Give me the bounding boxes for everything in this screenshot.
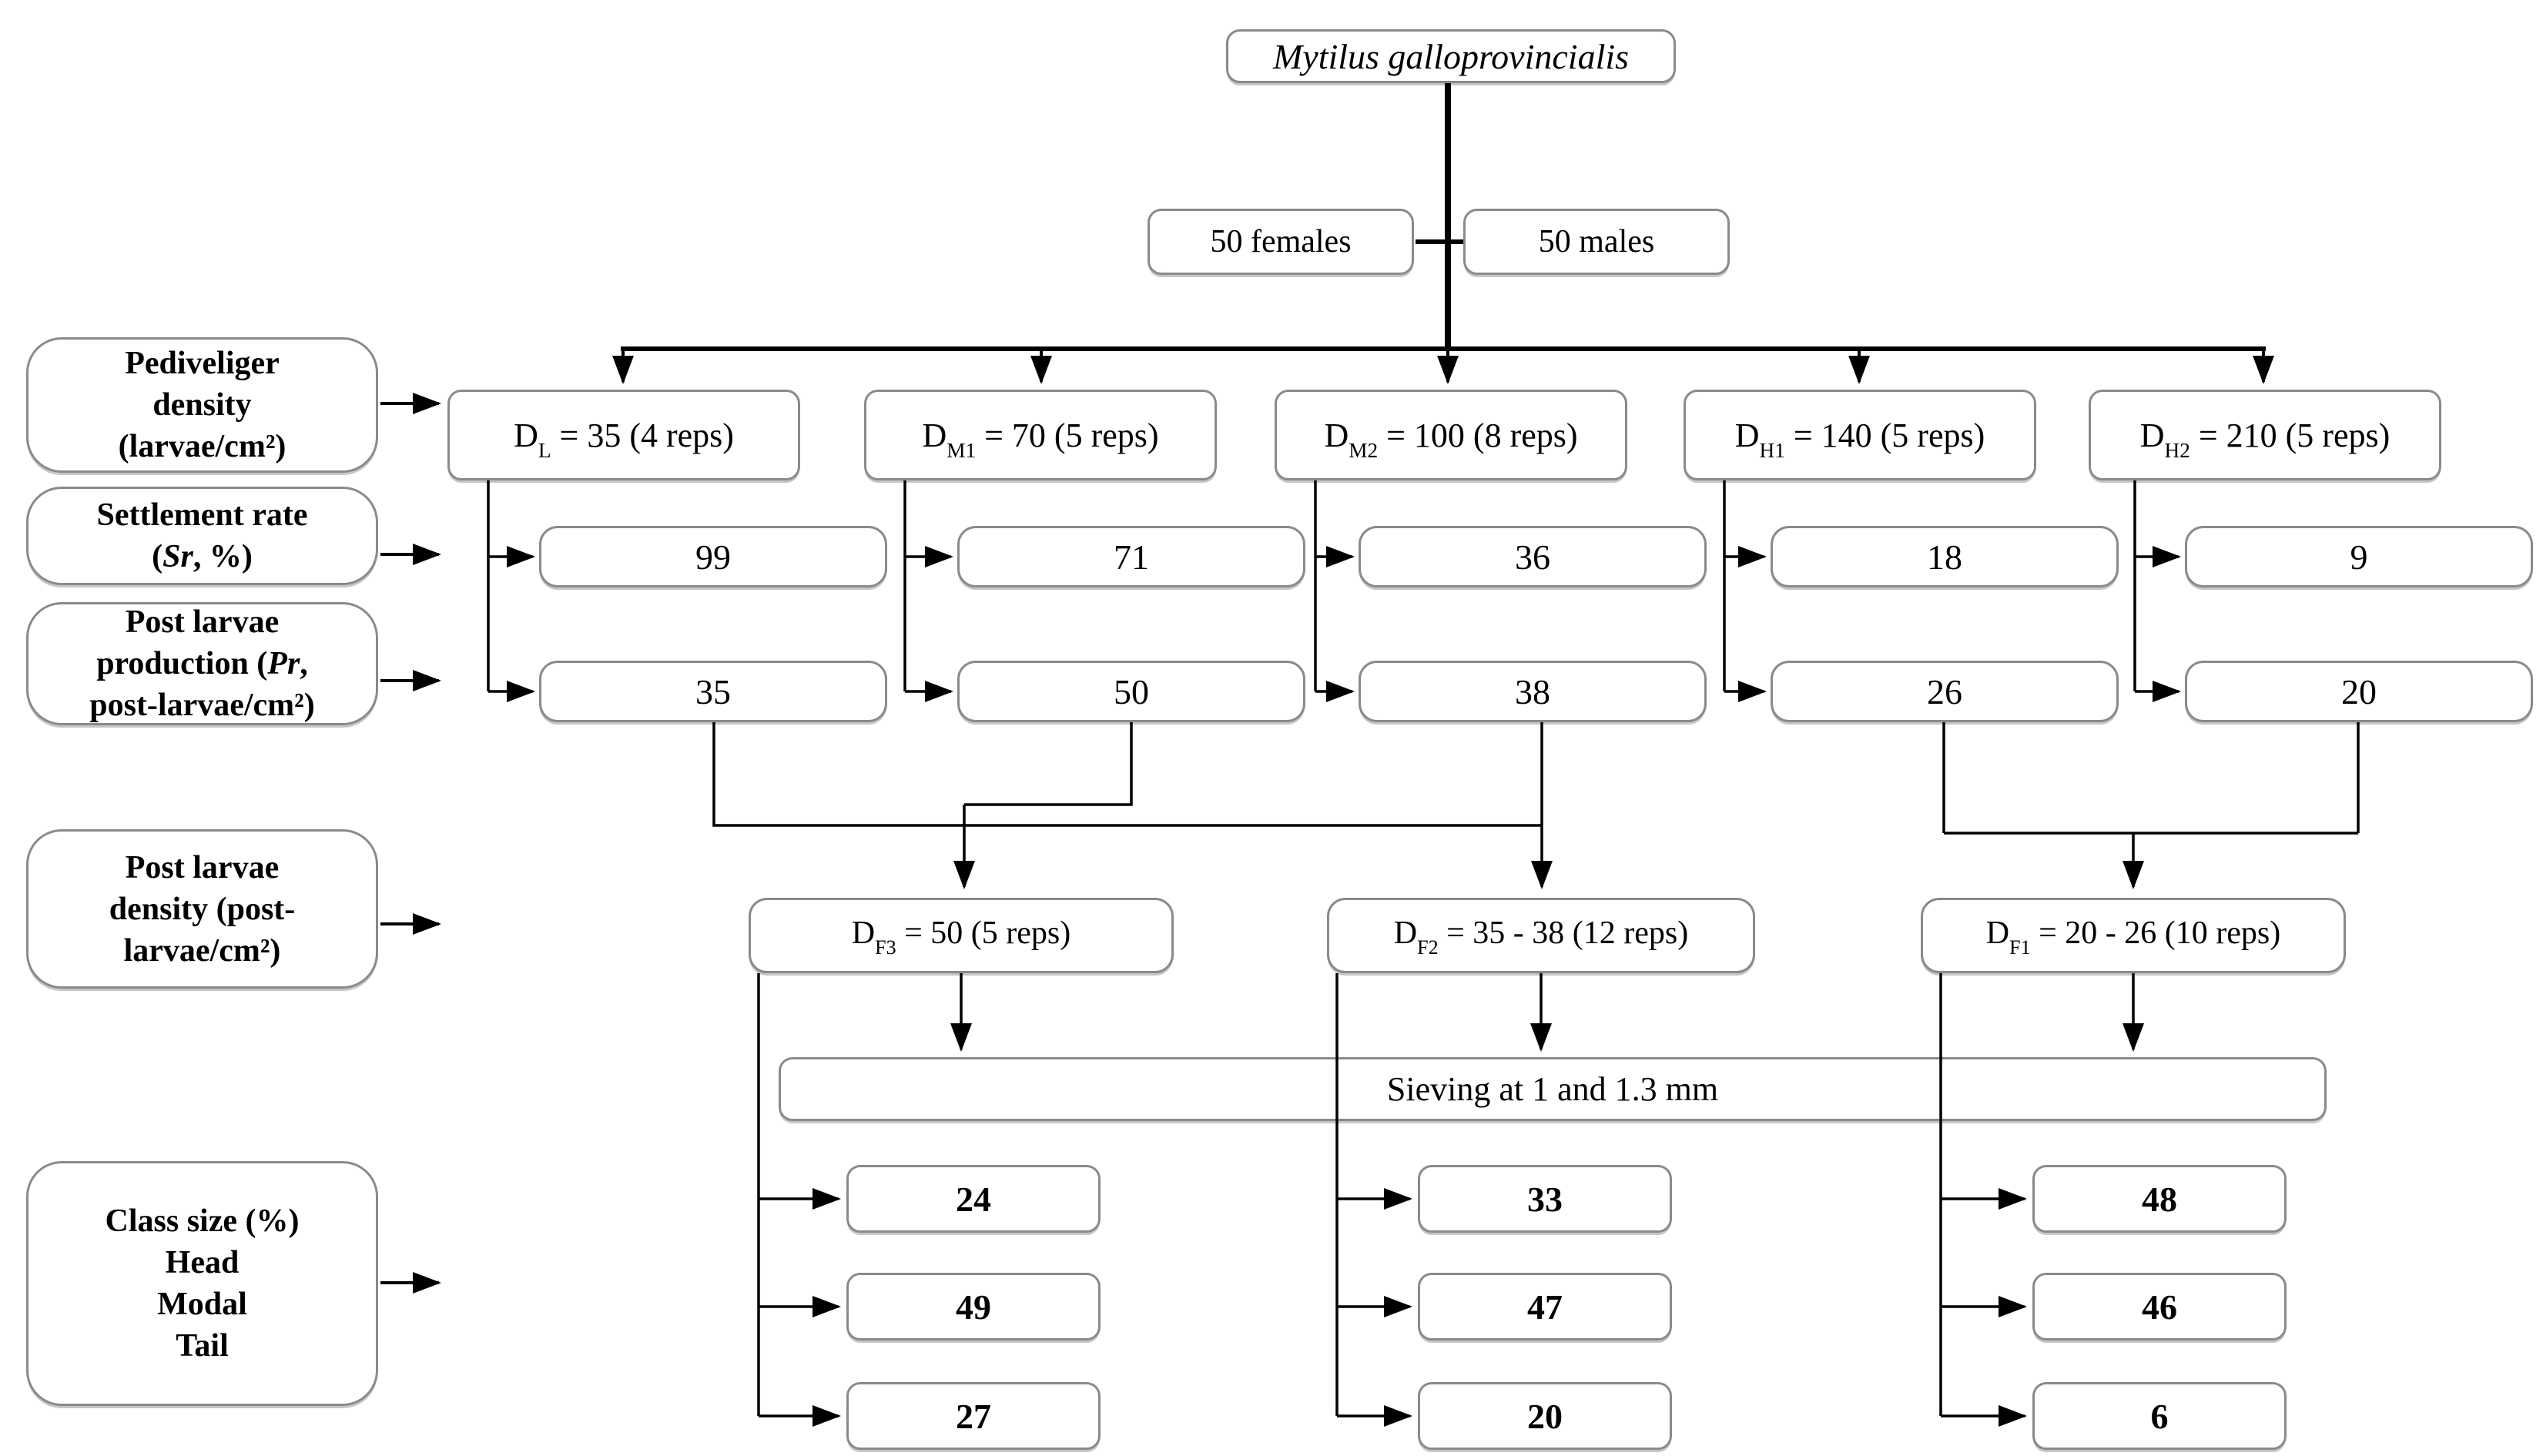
density-treatment-box-dl: DL = 35 (4 reps) (447, 390, 800, 480)
production-value-box: 35 (539, 661, 887, 722)
label-line: production (Pr, (96, 646, 308, 681)
settlement-rate-box: 71 (957, 526, 1305, 587)
label-line: Head (165, 1245, 240, 1280)
class-size-box-modal-1: 49 (846, 1273, 1101, 1341)
label-line: density (post- (109, 891, 296, 927)
settlement-rate-box: 18 (1771, 526, 2119, 587)
label-line: Tail (176, 1328, 229, 1364)
production-value-box: 20 (2185, 661, 2533, 722)
label-pediveliger-density: Pediveliger density (larvae/cm²) (26, 337, 378, 473)
production-value-box: 38 (1359, 661, 1707, 722)
merge-line-50 (964, 722, 1133, 806)
label-line: Modal (157, 1287, 247, 1322)
merge-line-35-38 (712, 722, 1542, 827)
label-line: (Sr, %) (152, 539, 253, 574)
final-density-box-df2: DF2 = 35 - 38 (12 reps) (1327, 898, 1755, 973)
class-size-box-modal-3: 46 (2032, 1273, 2287, 1341)
settlement-rate-box: 36 (1359, 526, 1707, 587)
label-post-larvae-density: Post larvae density (post- larvae/cm²) (26, 829, 378, 989)
label-class-size: Class size (%) Head Modal Tail (26, 1161, 378, 1406)
label-line: Class size (%) (105, 1203, 300, 1239)
density-treatment-box-dh2: DH2 = 210 (5 reps) (2089, 390, 2441, 480)
sieving-label: Sieving at 1 and 1.3 mm (1386, 1070, 1719, 1108)
females-box: 50 females (1148, 209, 1414, 275)
sieving-box: Sieving at 1 and 1.3 mm (779, 1057, 2327, 1121)
final-density-box-df1: DF1 = 20 - 26 (10 reps) (1921, 898, 2346, 973)
label-settlement-rate: Settlement rate (Sr, %) (26, 487, 378, 585)
label-line: Post larvae (125, 849, 280, 885)
settlement-rate-box: 9 (2185, 526, 2533, 587)
species-title: Mytilus galloprovincialis (1272, 36, 1630, 76)
production-value-box: 50 (957, 661, 1305, 722)
class-size-box-tail-3: 6 (2032, 1382, 2287, 1450)
label-post-larvae-production: Post larvae production (Pr, post-larvae/… (26, 602, 378, 725)
class-size-box-head-3: 48 (2032, 1165, 2287, 1233)
class-size-box-head-2: 33 (1418, 1165, 1672, 1233)
label-line: Post larvae (125, 604, 280, 640)
settlement-rate-box: 99 (539, 526, 887, 587)
males-label: 50 males (1538, 224, 1655, 259)
production-value-box: 26 (1771, 661, 2119, 722)
density-treatment-box-dm1: DM1 = 70 (5 reps) (864, 390, 1217, 480)
final-density-box-df3: DF3 = 50 (5 reps) (749, 898, 1174, 973)
label-line: larvae/cm²) (123, 932, 281, 969)
class-size-box-head-1: 24 (846, 1165, 1101, 1233)
species-title-box: Mytilus galloprovincialis (1226, 29, 1676, 83)
label-line: (larvae/cm²) (118, 429, 286, 464)
females-label: 50 females (1210, 224, 1352, 259)
class-size-box-tail-1: 27 (846, 1382, 1101, 1450)
class-size-box-tail-2: 20 (1418, 1382, 1672, 1450)
class-size-box-modal-2: 47 (1418, 1273, 1672, 1341)
density-treatment-box-dm2: DM2 = 100 (8 reps) (1275, 390, 1627, 480)
density-treatment-box-dh1: DH1 = 140 (5 reps) (1684, 390, 2036, 480)
males-box: 50 males (1463, 209, 1730, 275)
label-line: post-larvae/cm²) (89, 688, 315, 723)
label-line: Pediveliger (125, 346, 280, 381)
label-line: Settlement rate (96, 497, 308, 533)
label-line: density (152, 387, 252, 423)
